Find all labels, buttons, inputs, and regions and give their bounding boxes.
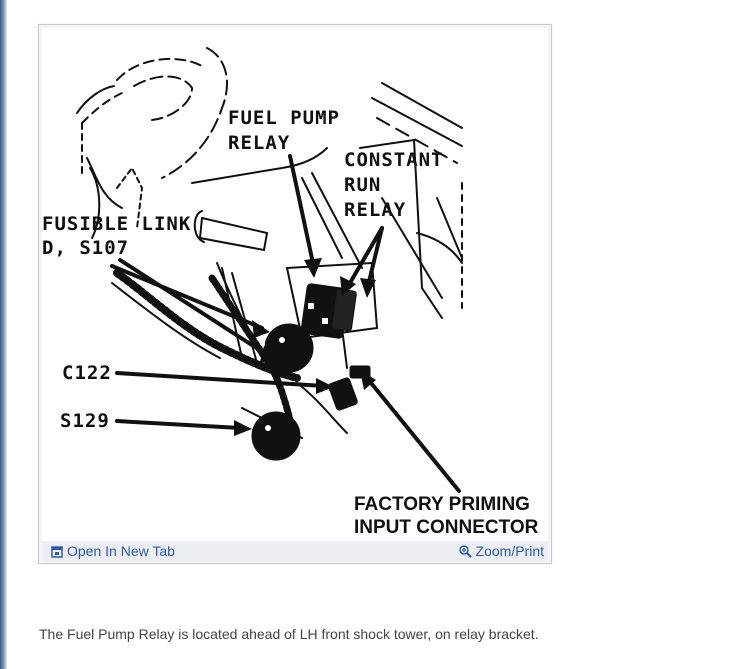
open-new-tab-icon (51, 545, 63, 561)
label-fusible-link-line1: FUSIBLE LINK (42, 213, 192, 235)
label-factory-priming-line1: FACTORY PRIMING (354, 494, 530, 515)
diagram-frame: FUEL PUMP RELAY CONSTANT RUN RELAY FUSIB… (38, 24, 552, 564)
label-s129: S129 (60, 410, 110, 432)
s129-shape (251, 411, 301, 461)
open-in-new-tab-label: Open In New Tab (67, 543, 175, 559)
magnifier-plus-icon (458, 545, 472, 561)
label-fusible-link-line2: D, S107 (42, 237, 130, 259)
image-toolbar: Open In New Tab Zoom/Print (42, 541, 548, 561)
outline-curve (116, 57, 203, 81)
label-fuel-pump-relay-line2: RELAY (228, 132, 291, 154)
window-left-edge (0, 0, 7, 669)
open-in-new-tab-link[interactable]: Open In New Tab (51, 543, 175, 561)
label-constant-run-line2: RUN (344, 174, 382, 196)
engine-bay-line-drawing (76, 47, 463, 493)
label-fuel-pump-relay-line1: FUEL PUMP (228, 107, 340, 129)
label-factory-priming-line2: INPUT CONNECTOR (354, 517, 539, 538)
label-c122: C122 (62, 362, 112, 384)
label-constant-run-line3: RELAY (344, 199, 407, 221)
fusible-link-shape (264, 323, 314, 373)
fuel-pump-relay-diagram[interactable]: FUEL PUMP RELAY CONSTANT RUN RELAY FUSIB… (42, 28, 548, 541)
c122-connector-shape (328, 377, 358, 411)
zoom-print-link[interactable]: Zoom/Print (458, 543, 544, 561)
image-caption: The Fuel Pump Relay is located ahead of … (39, 626, 539, 642)
label-constant-run-line1: CONSTANT (344, 149, 444, 171)
zoom-print-label: Zoom/Print (475, 543, 544, 559)
